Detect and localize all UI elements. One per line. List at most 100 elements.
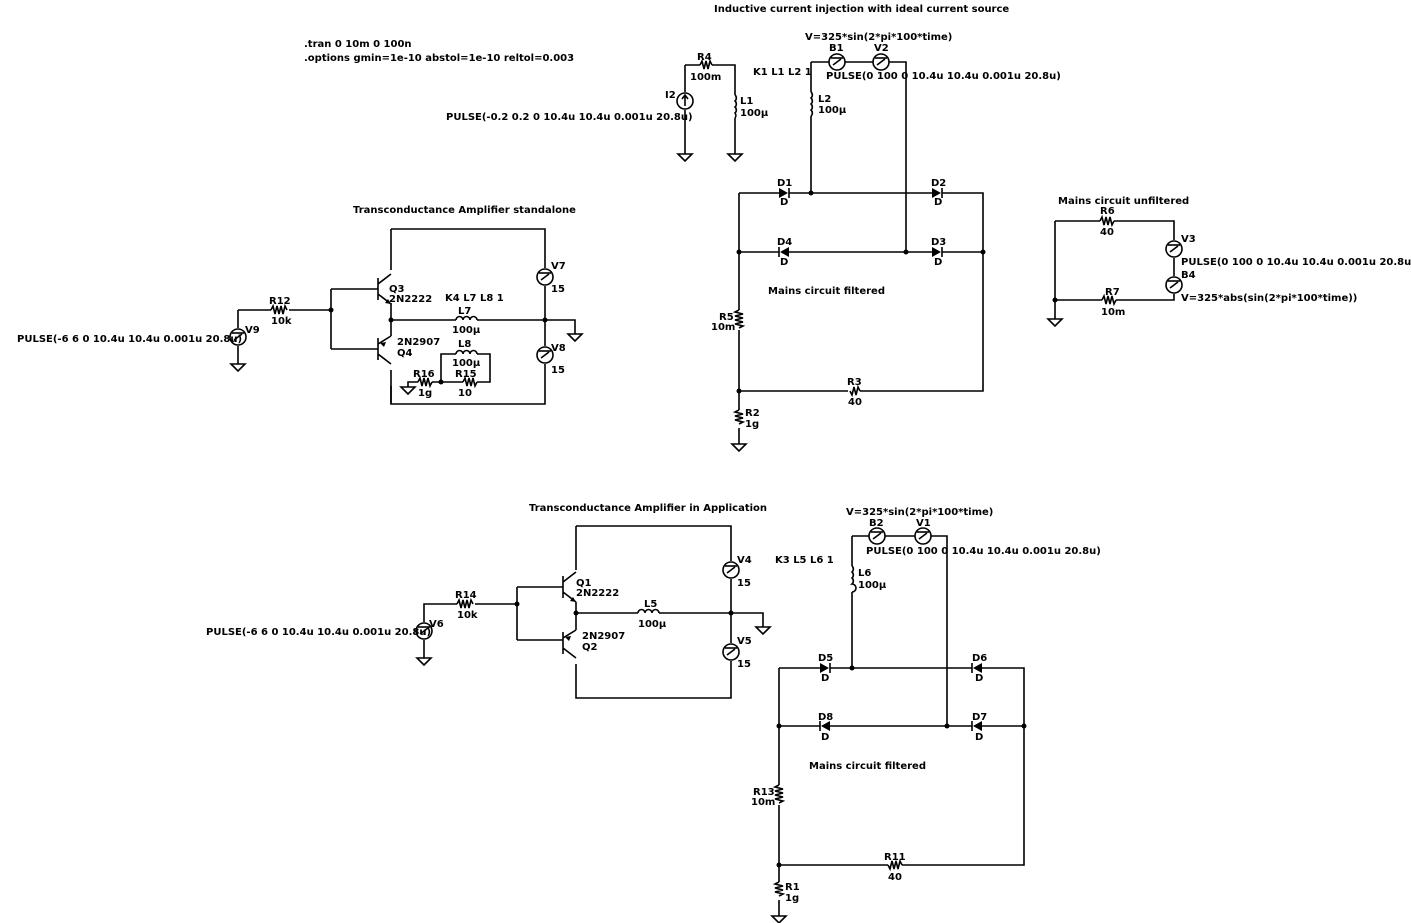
inductor-L2[interactable]	[809, 91, 814, 117]
resistor-R2[interactable]	[732, 409, 746, 425]
R7-name: R7	[1105, 287, 1120, 298]
inductive-injection-circuit: R4 100m I2 PULSE(-0.2 0.2 0 10.4u 10.4u …	[446, 32, 1061, 252]
behavioral-source-B4[interactable]	[1165, 276, 1183, 294]
diode-D7[interactable]	[971, 721, 982, 731]
current-source-I2[interactable]	[676, 92, 694, 110]
R1-value: 1g	[785, 893, 799, 904]
resistor-R1[interactable]	[772, 881, 786, 897]
resistor-R11[interactable]	[887, 858, 903, 872]
voltage-source-V2[interactable]	[872, 53, 890, 71]
V4-name: V4	[737, 555, 752, 566]
D4-value: D	[780, 257, 788, 268]
mains-filtered-bottom: V=325*sin(2*pi*100*time) B2 V1 PULSE(0 1…	[751, 507, 1101, 923]
R13-name: R13	[753, 787, 775, 798]
R11-value: 40	[888, 872, 902, 883]
inductor-L8[interactable]	[455, 349, 478, 355]
D5-value: D	[821, 673, 829, 684]
tran-directive[interactable]: .tran 0 10m 0 100n	[304, 39, 412, 50]
diode-D6[interactable]	[971, 663, 982, 673]
R6-name: R6	[1100, 206, 1115, 217]
behavioral-source-B2[interactable]	[868, 527, 886, 545]
resistor-R16[interactable]	[417, 375, 433, 389]
transistor-Q2[interactable]	[517, 629, 577, 659]
D5-name: D5	[818, 653, 833, 664]
I2-name: I2	[665, 90, 676, 101]
resistor-R4[interactable]	[699, 58, 713, 70]
K4-directive[interactable]: K4 L7 L8 1	[445, 293, 504, 304]
resistor-R7[interactable]	[1101, 293, 1117, 307]
options-directive[interactable]: .options gmin=1e-10 abstol=1e-10 reltol=…	[304, 53, 574, 64]
transconductance-standalone-circuit: Q3 2N2222 2N2907 Q4 K4 L7 L8 1 L7 100µ L…	[17, 228, 583, 405]
ground-icon	[731, 437, 747, 452]
L7-name: L7	[458, 306, 471, 317]
R16-value: 1g	[418, 388, 432, 399]
resistor-R13[interactable]	[772, 784, 786, 804]
inductor-L7[interactable]	[455, 315, 478, 321]
diode-D8[interactable]	[819, 721, 830, 731]
title-transconductance-standalone: Transconductance Amplifier standalone	[353, 205, 576, 216]
resistor-R12[interactable]	[270, 303, 288, 315]
inductor-L1[interactable]	[733, 94, 738, 119]
title-mains-unfiltered: Mains circuit unfiltered	[1058, 196, 1189, 207]
resistor-R14[interactable]	[456, 597, 474, 609]
D6-name: D6	[972, 653, 987, 664]
transistor-Q1[interactable]	[517, 571, 577, 603]
L6-name: L6	[858, 568, 871, 579]
V5-value: 15	[737, 659, 751, 670]
title-transconductance-application: Transconductance Amplifier in Applicatio…	[529, 503, 767, 514]
L1-name: L1	[740, 96, 753, 107]
K1-directive[interactable]: K1 L1 L2 1	[753, 67, 812, 78]
B4-value: V=325*abs(sin(2*pi*100*time))	[1181, 293, 1357, 304]
D1-name: D1	[777, 178, 792, 189]
mains-filtered-top: D1 D D2 D D4 D D3 D R5 10m R3 40 R2 1g	[711, 178, 986, 452]
diode-D3[interactable]	[932, 247, 943, 257]
R12-name: R12	[269, 296, 291, 307]
V2-value: PULSE(0 100 0 10.4u 10.4u 0.001u 20.8u)	[826, 71, 1061, 82]
R16-name: R16	[413, 369, 435, 380]
Q3-name: Q3	[389, 284, 405, 295]
V3-name: V3	[1181, 234, 1196, 245]
ground-icon	[677, 147, 693, 162]
diode-D2[interactable]	[932, 188, 943, 198]
voltage-source-V3[interactable]	[1165, 240, 1183, 258]
behavioral-source-B1[interactable]	[828, 53, 846, 71]
V6-value: PULSE(-6 6 0 10.4u 10.4u 0.001u 20.8u)	[206, 627, 431, 638]
diode-D5[interactable]	[820, 663, 831, 673]
L5-name: L5	[644, 599, 657, 610]
D2-name: D2	[931, 178, 946, 189]
V6-name: V6	[429, 619, 444, 630]
D3-name: D3	[931, 237, 946, 248]
V8-name: V8	[551, 343, 566, 354]
inductor-L6[interactable]	[849, 565, 857, 593]
voltage-source-V1[interactable]	[914, 527, 932, 545]
B1-name: B1	[829, 43, 844, 54]
R4-value: 100m	[690, 72, 721, 83]
V2-name: V2	[874, 43, 889, 54]
ground-icon	[755, 620, 771, 635]
inductor-L5[interactable]	[637, 608, 660, 614]
transistor-Q3[interactable]	[331, 273, 392, 305]
resistor-R3[interactable]	[849, 384, 861, 398]
Q4-value: 2N2907	[397, 337, 440, 348]
D1-value: D	[780, 197, 788, 208]
diode-D4[interactable]	[778, 247, 789, 257]
Q3-value: 2N2222	[389, 294, 432, 305]
R15-name: R15	[455, 369, 477, 380]
diode-D1[interactable]	[779, 188, 790, 198]
resistor-R5[interactable]	[732, 309, 746, 329]
L2-name: L2	[818, 94, 831, 105]
ground-icon	[1047, 312, 1063, 327]
V3-value: PULSE(0 100 0 10.4u 10.4u 0.001u 20.8u)	[1181, 257, 1411, 268]
D8-name: D8	[818, 712, 833, 723]
K3-directive[interactable]: K3 L5 L6 1	[775, 555, 834, 566]
Q4-name: Q4	[397, 348, 413, 359]
L8-value: 100µ	[452, 358, 481, 369]
resistor-R6[interactable]	[1099, 214, 1115, 228]
V4-value: 15	[737, 578, 751, 589]
V1-value: PULSE(0 100 0 10.4u 10.4u 0.001u 20.8u)	[866, 546, 1101, 557]
D6-value: D	[975, 673, 983, 684]
R14-value: 10k	[457, 610, 478, 621]
resistor-R15[interactable]	[462, 375, 478, 389]
R11-name: R11	[884, 852, 906, 863]
transistor-Q4[interactable]	[331, 335, 392, 365]
